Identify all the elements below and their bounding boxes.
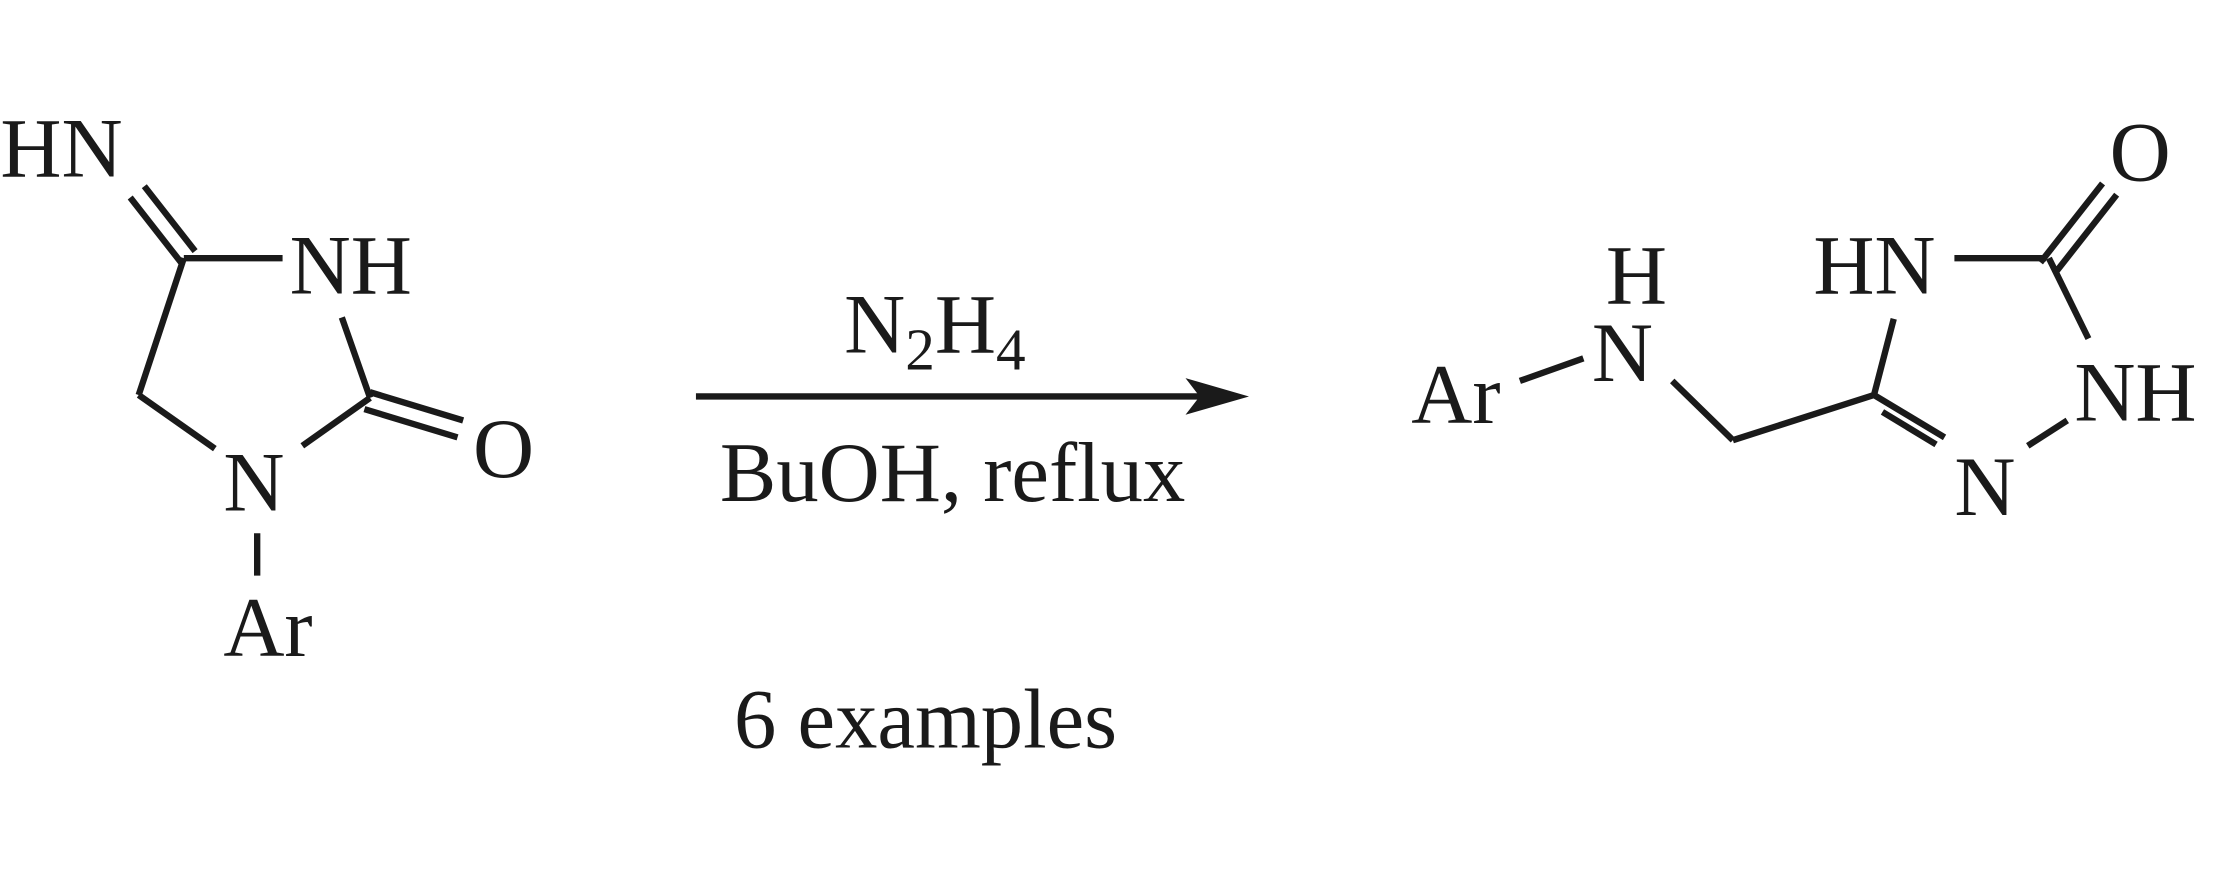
bond: [1880, 409, 1938, 448]
bond: [369, 389, 465, 424]
bond: [338, 316, 374, 399]
aryl-label: Ar: [223, 582, 312, 675]
bond: [1518, 355, 1585, 384]
reaction-arrow-group: N2H4 BuOH, reflux 6 examples: [695, 279, 1249, 767]
nh-label: NH: [290, 219, 412, 312]
bond: [363, 406, 459, 441]
bond: [1670, 378, 1736, 443]
bond: [1870, 318, 1897, 396]
reagent-n: N: [844, 279, 905, 372]
bond: [127, 195, 184, 265]
bond: [135, 257, 187, 397]
hn-label: HN: [1813, 219, 1935, 312]
solvent-label: BuOH, reflux: [720, 427, 1185, 520]
amine-n-label: N: [1592, 307, 1653, 400]
product-aryl-label: Ar: [1411, 349, 1500, 442]
product-nh-label: NH: [2074, 346, 2196, 439]
imine-label: HN: [0, 102, 122, 195]
reagent-h: H: [935, 279, 996, 372]
reagent-label: N2H4: [844, 279, 1026, 383]
bond: [2046, 256, 2092, 340]
amine-h-label: H: [1606, 229, 1667, 322]
reactant-molecule: HN NH O N Ar: [0, 102, 534, 675]
arrow-head-icon: [1185, 378, 1249, 415]
product-ring-n-label: N: [1954, 441, 2015, 534]
reagent-h-subscript: 4: [996, 317, 1026, 383]
bond: [141, 184, 198, 254]
bond: [1872, 392, 1947, 441]
ring-n-label: N: [223, 437, 284, 530]
oxygen-label: O: [473, 403, 534, 496]
bond: [2052, 192, 2120, 276]
scope-label: 6 examples: [734, 674, 1117, 767]
bond: [136, 392, 217, 452]
bond: [300, 395, 372, 449]
bond: [2037, 181, 2106, 265]
bond: [1731, 392, 1875, 444]
bond: [2026, 417, 2069, 449]
product-molecule: Ar H N HN O NH N: [1411, 107, 2196, 534]
product-oxygen-label: O: [2110, 107, 2171, 200]
reagent-n-subscript: 2: [905, 317, 935, 383]
